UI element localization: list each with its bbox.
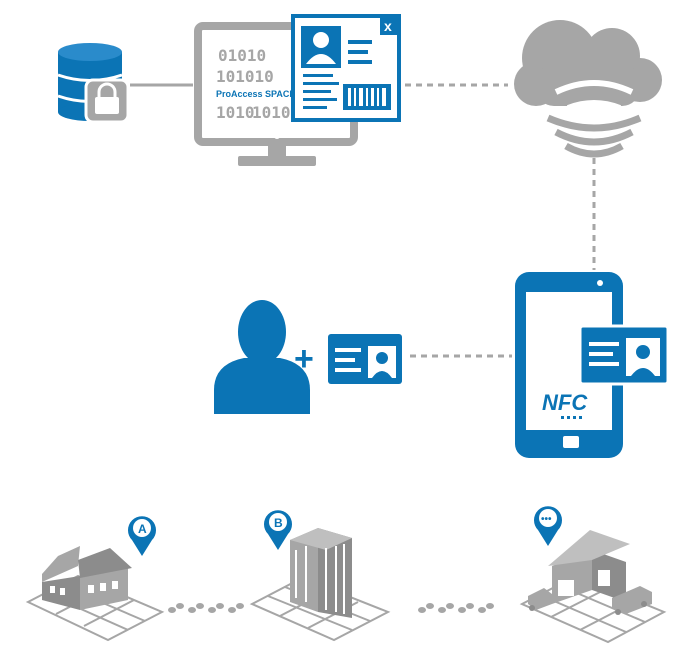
database-lock-icon xyxy=(57,43,130,124)
house-icon xyxy=(42,546,132,610)
location-pin-icon: A xyxy=(128,516,156,556)
warehouse-icon xyxy=(528,530,652,615)
location-b: B xyxy=(249,510,391,642)
plus-sign: + xyxy=(294,340,314,378)
pin-label-b: B xyxy=(274,516,283,530)
smartphone-nfc-icon: NFC xyxy=(515,272,623,458)
monitor-app-label: ProAccess SPACE xyxy=(216,89,295,99)
binary-line-1: 01010 xyxy=(218,46,266,65)
window-close-icon: x xyxy=(384,18,392,34)
pin-label-c: ••• xyxy=(541,514,552,525)
id-card-icon xyxy=(328,334,402,384)
lock-icon xyxy=(84,78,130,124)
footsteps-icon xyxy=(168,603,244,613)
pin-label-a: A xyxy=(138,522,147,536)
user-icon xyxy=(214,300,310,414)
cloud-wireless-icon xyxy=(514,20,662,158)
nfc-label: NFC xyxy=(542,390,588,415)
location-pin-icon: ••• xyxy=(534,506,563,546)
user-profile-window: x xyxy=(291,14,401,122)
location-pin-icon: B xyxy=(264,510,292,550)
phone-id-card-icon xyxy=(578,324,670,386)
binary-line-3: 1010 xyxy=(216,103,255,122)
footsteps-icon xyxy=(418,603,494,613)
barcode-icon xyxy=(343,84,391,110)
location-c: ••• xyxy=(519,506,667,644)
binary-line-2: 101010 xyxy=(216,67,274,86)
office-building-icon xyxy=(290,528,352,618)
connectors xyxy=(130,83,596,358)
location-a: A xyxy=(25,516,165,642)
